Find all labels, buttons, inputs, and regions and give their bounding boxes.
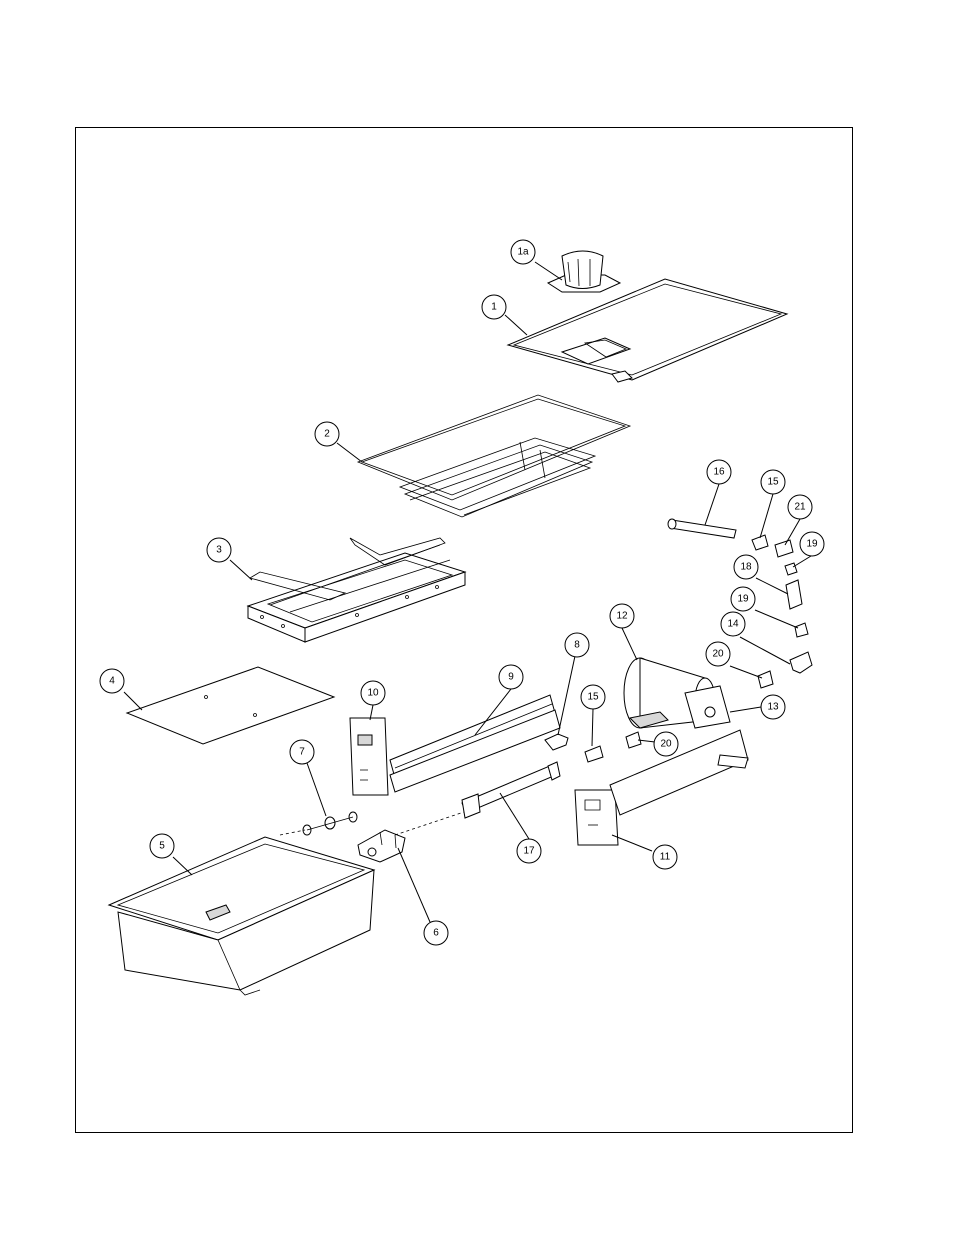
part-8-clip [545,734,568,750]
callout-16: 16 [707,460,731,484]
part-1a-collar [548,251,620,292]
callout-12: 12 [610,604,634,628]
svg-text:8: 8 [574,640,580,651]
svg-text:19: 19 [806,539,818,550]
part-19-fitting-upper [785,563,797,575]
svg-text:13: 13 [767,702,779,713]
part-15-fitting-lower [585,746,603,762]
svg-text:1: 1 [491,302,497,313]
callout-5: 5 [150,834,174,858]
callout-17: 17 [517,839,541,863]
callout-1a: 1a [511,240,535,264]
svg-text:11: 11 [660,852,671,863]
svg-text:20: 20 [660,739,672,750]
callout-1: 1 [482,295,506,319]
svg-text:15: 15 [767,477,779,488]
svg-text:19: 19 [737,594,749,605]
callout-8: 8 [565,633,589,657]
svg-text:18: 18 [740,562,752,573]
leader-lines [124,262,811,922]
part-6-bracket [358,830,405,862]
part-21-tee [775,540,793,557]
callout-14: 14 [721,612,745,636]
part-1-cover-panel [508,279,787,382]
svg-text:14: 14 [727,619,739,630]
part-5-pan [109,837,374,995]
svg-text:7: 7 [299,747,305,758]
part-10-bracket-plate [350,718,388,795]
svg-text:1a: 1a [517,247,529,258]
callout-20-lower: 20 [654,732,678,756]
svg-text:5: 5 [159,841,165,852]
callout-19-upper: 19 [800,532,824,556]
svg-text:21: 21 [794,502,806,513]
callout-10: 10 [361,681,385,705]
callout-18: 18 [734,555,758,579]
callout-6: 6 [424,921,448,945]
part-18-valve [786,580,802,609]
svg-text:6: 6 [433,928,439,939]
callout-19-lower: 19 [731,587,755,611]
part-14-elbow [790,652,812,673]
callout-21: 21 [788,495,812,519]
svg-text:15: 15 [587,692,599,703]
svg-text:16: 16 [713,467,725,478]
callout-3: 3 [207,538,231,562]
callout-15-upper: 15 [761,470,785,494]
callout-13: 13 [761,695,785,719]
svg-text:2: 2 [324,429,330,440]
callout-9: 9 [499,665,523,689]
callout-15-lower: 15 [581,685,605,709]
svg-text:12: 12 [616,611,628,622]
svg-text:17: 17 [523,846,535,857]
part-16-pipe [668,519,736,538]
part-4-plate [127,667,334,744]
callout-11: 11 [653,845,677,869]
svg-text:20: 20 [712,649,724,660]
callouts: 1a 1 2 3 4 5 6 7 [100,240,824,945]
svg-text:3: 3 [216,545,222,556]
svg-text:10: 10 [367,688,379,699]
callout-4: 4 [100,669,124,693]
callout-20-upper: 20 [706,642,730,666]
part-2-heating-element [358,395,630,517]
part-19-fitting-lower [795,623,808,637]
svg-text:4: 4 [109,676,115,687]
callout-7: 7 [290,740,314,764]
callout-2: 2 [315,422,339,446]
part-7-washers [303,812,357,835]
svg-text:9: 9 [508,672,514,683]
part-3-rack-frame [248,538,465,642]
part-20-fitting-upper [758,671,773,688]
